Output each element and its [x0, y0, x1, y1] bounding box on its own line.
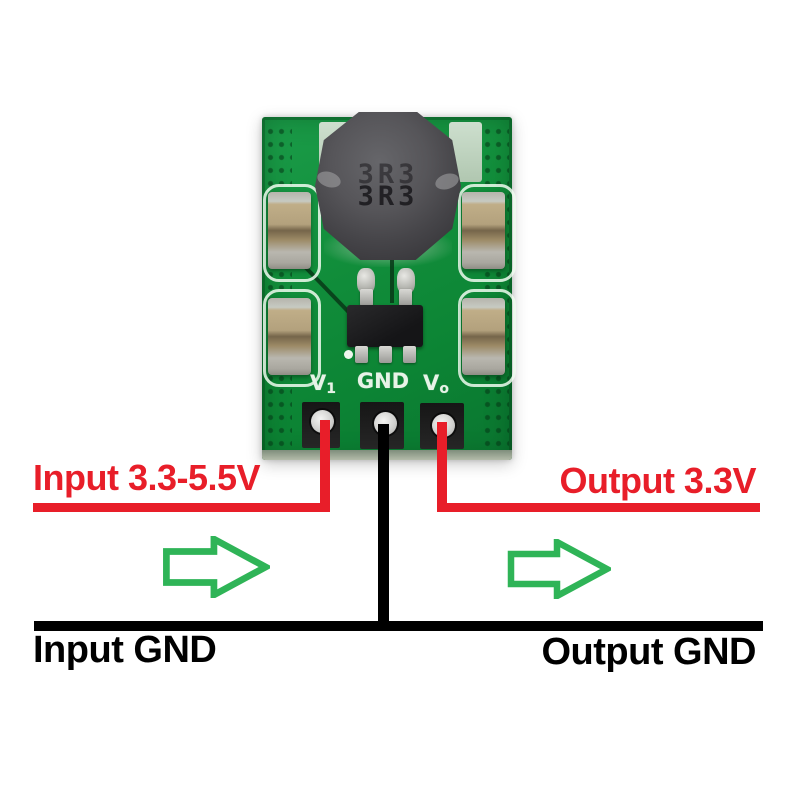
input-wire-horizontal [33, 503, 330, 512]
input-wire-vertical [320, 420, 330, 512]
silk-label-vin: V1 [309, 371, 336, 397]
capacitor [462, 192, 505, 269]
solder-joint [357, 268, 375, 294]
label-output-gnd: Output GND [541, 631, 756, 673]
ic-pin [403, 346, 416, 363]
gnd-wire-vertical [378, 424, 389, 631]
ic-pin [379, 346, 392, 363]
via-dots-left [265, 125, 292, 447]
capacitor [462, 298, 505, 375]
pcb-board: 3R3 3R3 V1 GND Vo [262, 112, 516, 460]
flow-arrow-right-icon [507, 539, 611, 599]
inductor-marking: 3R3 [357, 181, 419, 212]
pcb-trace-vertical [390, 255, 394, 303]
label-input-gnd: Input GND [33, 629, 217, 671]
flow-arrow-right-icon [163, 536, 270, 598]
output-wire-horizontal [437, 503, 760, 512]
capacitor [268, 192, 311, 269]
via-dots-right [482, 125, 509, 447]
silk-bracket [458, 184, 516, 282]
inductor-clip-mark [315, 168, 343, 191]
arrow-outline [163, 536, 270, 598]
inductor-marking: 3R3 [357, 159, 419, 190]
silk-bracket [458, 289, 516, 387]
silk-bracket [263, 289, 321, 387]
capacitor [268, 298, 311, 375]
ic-chip [347, 305, 423, 347]
ic-pin [355, 346, 368, 363]
ic-pin [360, 289, 373, 306]
gnd-wire-horizontal [34, 621, 763, 631]
label-input-voltage: Input 3.3-5.5V [33, 457, 261, 498]
arrow-outline [507, 539, 611, 599]
silk-bracket [263, 184, 321, 282]
inductor-clip-mark [433, 170, 461, 193]
pin1-marker-dot [344, 350, 353, 359]
label-output-voltage: Output 3.3V [559, 460, 756, 501]
silk-label-gnd: GND [356, 369, 410, 393]
ic-pin [399, 289, 412, 306]
output-wire-vertical [437, 422, 447, 512]
silk-label-vout: Vo [423, 371, 449, 397]
inductor: 3R3 3R3 [315, 112, 461, 260]
solder-joint [397, 268, 415, 294]
